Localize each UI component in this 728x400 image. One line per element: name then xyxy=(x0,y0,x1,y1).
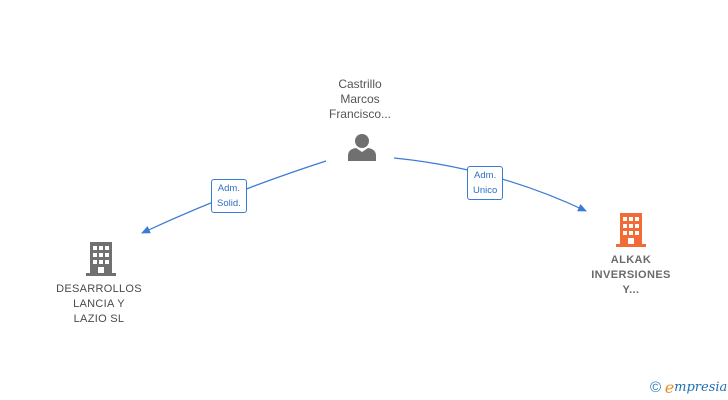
person-name-line-3: Francisco... xyxy=(328,107,391,121)
right-company-line-1: ALKAK xyxy=(610,254,652,266)
empresia-logo[interactable]: © empresia xyxy=(650,378,727,398)
person-name-line-2: Marcos xyxy=(340,92,380,106)
logo-e-mark: e xyxy=(664,378,675,397)
building-icon[interactable] xyxy=(86,242,116,276)
person-node-label[interactable]: Castrillo Marcos Francisco... xyxy=(310,77,410,122)
right-company-label[interactable]: ALKAK INVERSIONES Y... xyxy=(574,253,688,298)
edge-label-adm-unico[interactable]: Adm. Unico xyxy=(467,166,504,200)
edge-label-right-line-2: Unico xyxy=(473,185,498,196)
edge-label-left-line-2: Solid. xyxy=(217,198,241,209)
left-company-line-2: LANCIA Y xyxy=(73,298,125,310)
building-icon-highlighted[interactable] xyxy=(616,213,646,247)
right-company-line-2: INVERSIONES xyxy=(591,269,671,281)
copyright-icon: © xyxy=(650,379,662,396)
edge-label-left-line-1: Adm. xyxy=(217,183,240,194)
left-company-line-3: LAZIO SL xyxy=(73,313,125,325)
left-company-line-1: DESARROLLOS xyxy=(56,283,142,295)
person-icon[interactable] xyxy=(347,133,377,161)
edge-label-adm-solid[interactable]: Adm. Solid. xyxy=(211,179,247,213)
left-company-label[interactable]: DESARROLLOS LANCIA Y LAZIO SL xyxy=(44,282,154,327)
right-company-line-3: Y... xyxy=(622,284,640,296)
logo-wordmark: mpresia xyxy=(674,380,728,395)
person-name-line-1: Castrillo xyxy=(338,77,382,91)
edge-label-right-line-1: Adm. xyxy=(474,170,497,181)
